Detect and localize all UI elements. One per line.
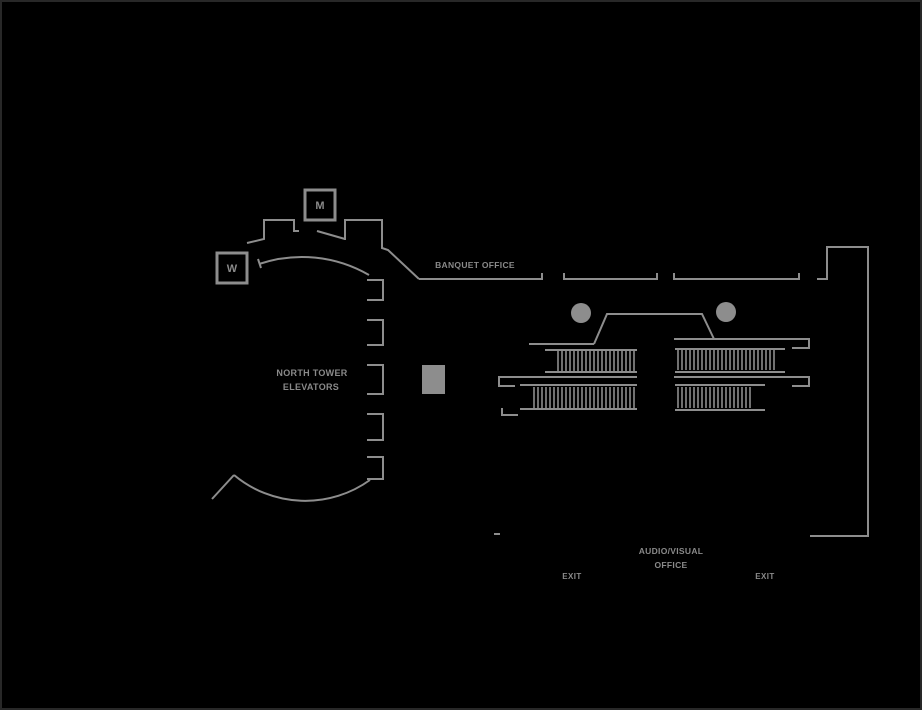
- escalator-treads: [533, 387, 635, 408]
- escalator-treads: [557, 351, 635, 371]
- newel-hook: [501, 408, 518, 416]
- elevator-door-bay: [367, 456, 384, 480]
- exit-label-left: EXIT: [562, 572, 581, 581]
- wall-segment: [673, 273, 800, 280]
- mens-restroom-box: [303, 188, 337, 222]
- womens-restroom-box: [215, 251, 249, 285]
- newel-hook: [498, 376, 637, 387]
- audio-visual-label-line1: AUDIO/VISUAL: [639, 546, 704, 556]
- escalator-treads: [677, 387, 751, 408]
- north-wall: BANQUET OFFICE: [419, 246, 869, 537]
- restroom-alcove-wall-right: [344, 219, 420, 280]
- mens-restroom-label: M: [315, 200, 324, 212]
- curved-wall-lower-arc: [233, 474, 371, 502]
- north-tower-label-line2: ELEVATORS: [283, 382, 339, 392]
- structural-column-square: [422, 365, 445, 394]
- curved-wall-upper-arc: [258, 256, 370, 276]
- round-column: [571, 303, 591, 323]
- elevator-door-bay: [367, 413, 384, 441]
- newel-hook: [674, 376, 810, 387]
- elevator-door-bay: [367, 279, 384, 301]
- audio-visual-label-line2: OFFICE: [655, 560, 688, 570]
- south-labels: AUDIO/VISUAL OFFICE EXIT EXIT: [562, 546, 774, 581]
- restroom-alcove-wall-middle: [316, 230, 346, 240]
- exit-label-right: EXIT: [755, 572, 774, 581]
- elevator-door-bay: [367, 364, 384, 395]
- restroom-alcove-wall-left: [246, 219, 299, 244]
- curved-wall-lower-tail: [211, 474, 235, 500]
- wall-segment: [563, 273, 658, 280]
- escalator-treads: [677, 350, 775, 370]
- escalator-bank-right: [674, 338, 810, 411]
- wall-segment: [419, 273, 543, 280]
- escalator-bank-left: [498, 343, 637, 416]
- north-tower-elevator-lobby: M W NORTH TOWER ELEVATORS: [211, 188, 420, 502]
- east-perimeter-wall: [810, 246, 869, 537]
- escalator-well-opening: [593, 313, 715, 345]
- north-tower-label-line1: NORTH TOWER: [276, 368, 347, 378]
- balustrade-rail: [674, 338, 810, 349]
- elevator-door-bay: [367, 319, 384, 346]
- banquet-office-label: BANQUET OFFICE: [435, 260, 515, 270]
- elevator-bank: [367, 279, 384, 480]
- womens-restroom-label: W: [227, 263, 238, 275]
- round-column: [716, 302, 736, 322]
